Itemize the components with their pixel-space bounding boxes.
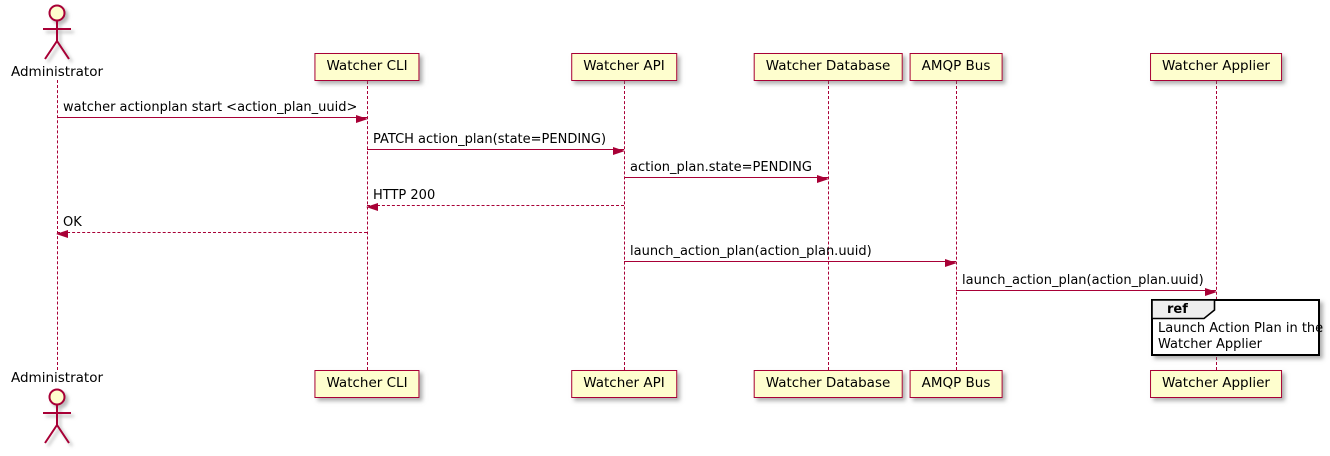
arrowhead-right-icon bbox=[817, 175, 829, 183]
message-ok-line bbox=[57, 232, 367, 233]
lifeline-amqp-bus bbox=[956, 81, 957, 370]
message-patch-action-plan-line bbox=[367, 149, 624, 150]
message-cli-start-label: watcher actionplan start <action_plan_uu… bbox=[63, 100, 358, 115]
message-patch-action-plan-label: PATCH action_plan(state=PENDING) bbox=[373, 132, 607, 147]
message-http-200-line bbox=[367, 205, 624, 206]
message-launch-to-amqp-line bbox=[624, 261, 956, 262]
participant-amqp-bus-top: AMQP Bus bbox=[909, 53, 1003, 81]
message-db-state-pending-line bbox=[624, 177, 828, 178]
participant-watcher-applier-bottom: Watcher Applier bbox=[1150, 370, 1282, 398]
participant-watcher-applier-top: Watcher Applier bbox=[1150, 53, 1282, 81]
participant-amqp-bus-bottom: AMQP Bus bbox=[909, 370, 1003, 398]
participant-watcher-database-top: Watcher Database bbox=[753, 53, 903, 81]
arrowhead-right-icon bbox=[945, 259, 957, 267]
message-ok-label: OK bbox=[63, 215, 82, 230]
participant-administrator-top: Administrator bbox=[10, 64, 104, 80]
message-cli-start: watcher actionplan start <action_plan_uu… bbox=[57, 100, 368, 123]
arrowhead-left-icon bbox=[366, 203, 378, 211]
message-patch-action-plan: PATCH action_plan(state=PENDING) bbox=[367, 132, 625, 155]
message-launch-to-applier: launch_action_plan(action_plan.uuid) bbox=[956, 273, 1217, 296]
arrowhead-right-icon bbox=[1205, 288, 1217, 296]
ref-keyword: ref bbox=[1167, 302, 1188, 317]
message-http-200-label: HTTP 200 bbox=[373, 188, 436, 203]
ref-header-pentagon-icon bbox=[1152, 300, 1216, 320]
lifeline-watcher-database bbox=[828, 81, 829, 370]
message-cli-start-line bbox=[57, 117, 367, 118]
lifeline-watcher-applier bbox=[1216, 81, 1217, 370]
arrowhead-left-icon bbox=[56, 230, 68, 238]
message-launch-to-amqp: launch_action_plan(action_plan.uuid) bbox=[624, 244, 957, 267]
message-launch-to-amqp-label: launch_action_plan(action_plan.uuid) bbox=[630, 244, 872, 259]
administrator-actor-icon-bottom bbox=[43, 388, 71, 444]
participant-watcher-api-bottom: Watcher API bbox=[571, 370, 677, 398]
message-launch-to-applier-line bbox=[956, 290, 1216, 291]
message-http-200: HTTP 200 bbox=[366, 188, 624, 211]
ref-text-line-2: Watcher Applier bbox=[1158, 336, 1262, 352]
participant-watcher-cli-top: Watcher CLI bbox=[314, 53, 420, 81]
participant-watcher-api-top: Watcher API bbox=[571, 53, 677, 81]
participant-watcher-cli-bottom: Watcher CLI bbox=[314, 370, 420, 398]
administrator-actor-icon bbox=[43, 4, 71, 60]
ref-text-line-1: Launch Action Plan in the bbox=[1158, 321, 1324, 336]
message-db-state-pending-label: action_plan.state=PENDING bbox=[630, 160, 812, 175]
arrowhead-right-icon bbox=[356, 115, 368, 123]
ref-text: Launch Action Plan in the Watcher Applie… bbox=[1158, 321, 1323, 352]
participant-watcher-database-bottom: Watcher Database bbox=[753, 370, 903, 398]
lifeline-watcher-api bbox=[624, 81, 625, 370]
message-launch-to-applier-label: launch_action_plan(action_plan.uuid) bbox=[962, 273, 1204, 288]
lifeline-watcher-cli bbox=[367, 81, 368, 370]
message-ok: OK bbox=[56, 215, 367, 238]
ref-fragment: ref Launch Action Plan in the Watcher Ap… bbox=[1151, 299, 1323, 356]
participant-administrator-bottom: Administrator bbox=[10, 370, 104, 386]
lifeline-administrator bbox=[57, 80, 58, 370]
arrowhead-right-icon bbox=[613, 147, 625, 155]
message-db-state-pending: action_plan.state=PENDING bbox=[624, 160, 829, 183]
